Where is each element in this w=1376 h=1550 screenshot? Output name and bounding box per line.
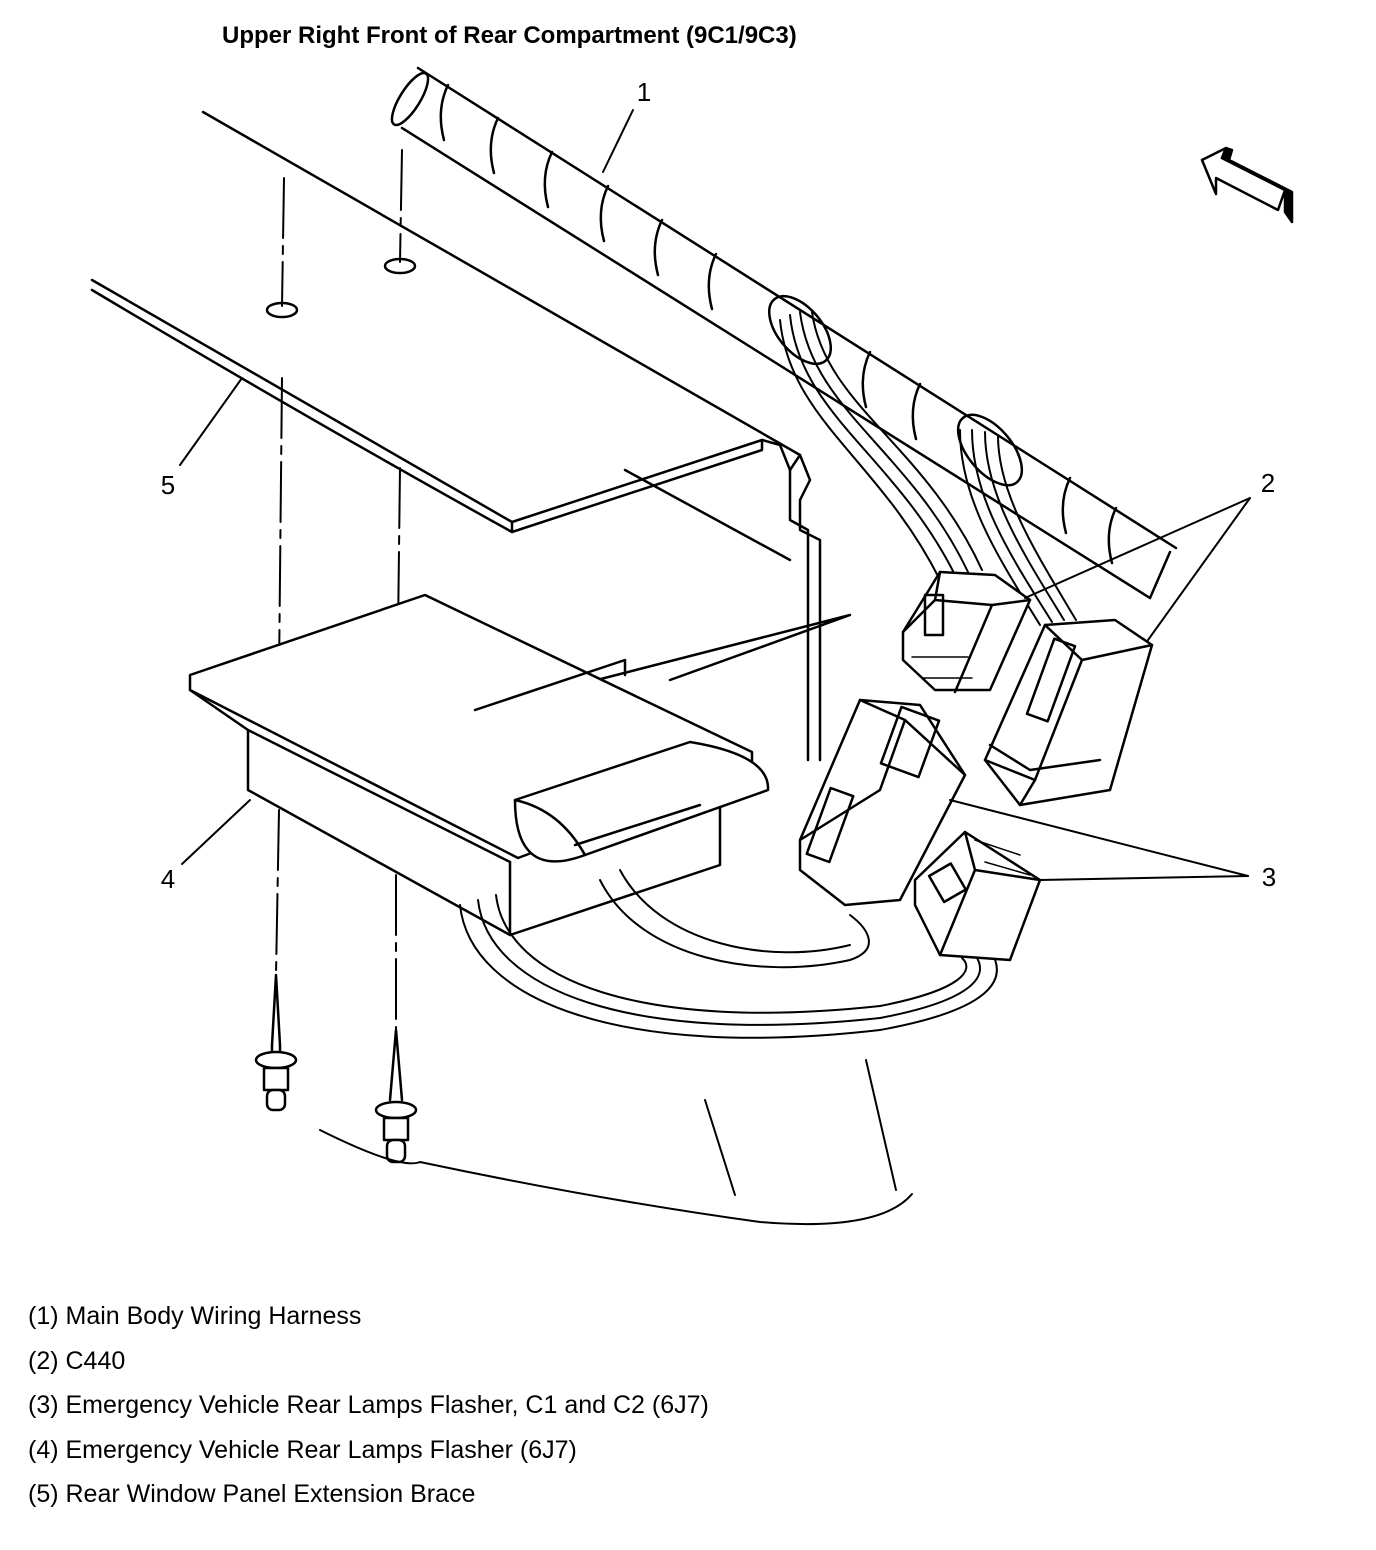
callout-4: 4 bbox=[161, 864, 175, 894]
leader-lines bbox=[180, 110, 1250, 880]
harness-wires bbox=[460, 312, 1076, 1038]
callout-5: 5 bbox=[161, 470, 175, 500]
diagram-title: Upper Right Front of Rear Compartment (9… bbox=[222, 22, 797, 49]
push-pin-fasteners bbox=[256, 975, 416, 1162]
legend-item: (3) Emergency Vehicle Rear Lamps Flasher… bbox=[28, 1391, 709, 1419]
vehicle-body-outline bbox=[320, 1060, 912, 1224]
parts-legend: (1) Main Body Wiring Harness (2) C440 (3… bbox=[28, 1298, 709, 1521]
wiring-diagram: 1 2 3 4 5 bbox=[0, 0, 1376, 1290]
flasher-connector-c1 bbox=[800, 700, 965, 905]
legend-item: (2) C440 bbox=[28, 1346, 126, 1375]
c440-connector-pair bbox=[903, 572, 1152, 805]
c440-connector-b bbox=[985, 620, 1152, 805]
c440-connector-a bbox=[903, 572, 1030, 692]
legend-item: (5) Rear Window Panel Extension Brace bbox=[28, 1480, 476, 1508]
callout-1: 1 bbox=[637, 77, 651, 107]
legend-item: (1) Main Body Wiring Harness bbox=[28, 1302, 362, 1330]
flasher-c1-c2-connector-pair bbox=[800, 700, 1040, 960]
callout-3: 3 bbox=[1262, 862, 1276, 892]
flasher-connector-c2 bbox=[915, 832, 1040, 960]
rear-window-panel-extension-brace bbox=[92, 112, 850, 760]
emergency-vehicle-rear-lamps-flasher bbox=[190, 595, 768, 935]
alignment-centerlines bbox=[276, 150, 402, 1030]
legend-item: (4) Emergency Vehicle Rear Lamps Flasher… bbox=[28, 1435, 577, 1464]
main-body-wiring-harness bbox=[386, 68, 1176, 598]
callout-2: 2 bbox=[1261, 468, 1275, 498]
arrow-icon bbox=[1202, 148, 1292, 222]
